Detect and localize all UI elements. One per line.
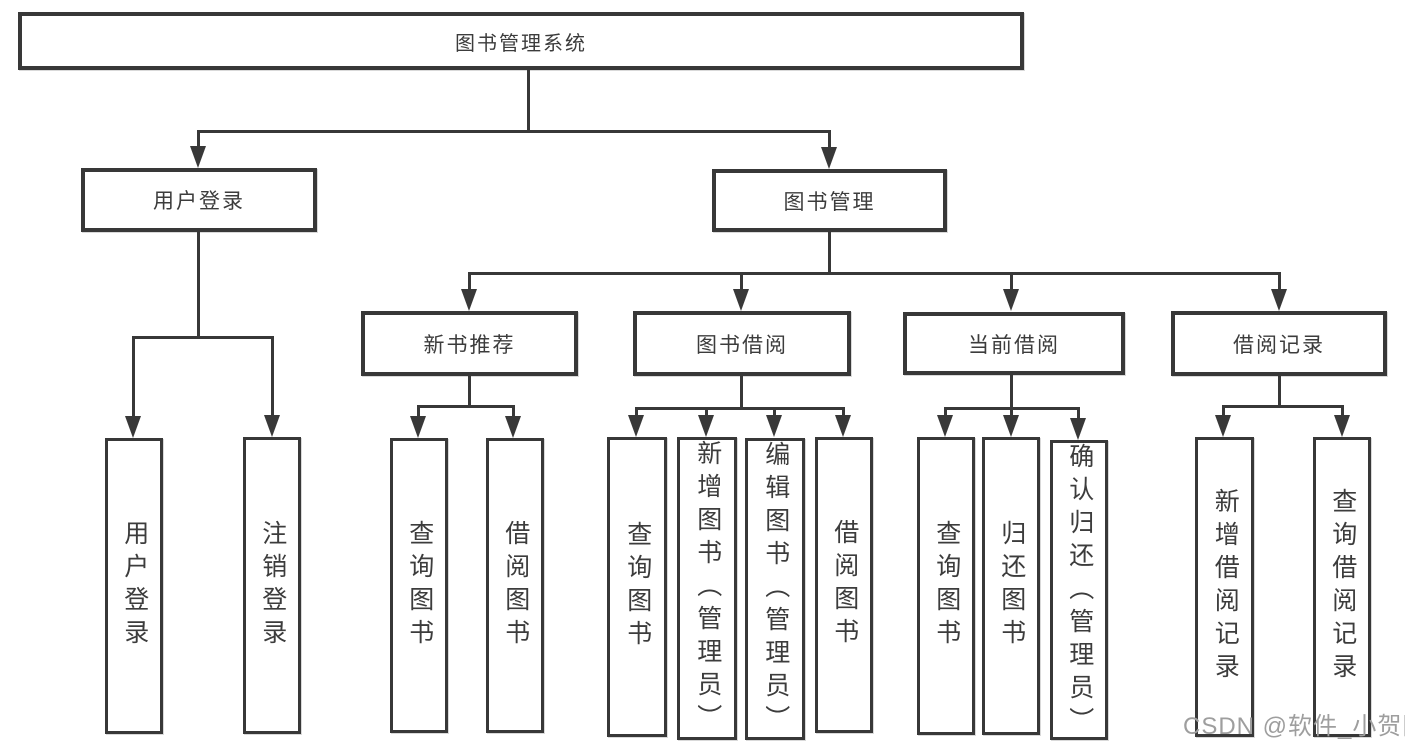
- arrow-down-return-books: [1003, 415, 1019, 437]
- connector-drop-return-books: [1010, 407, 1013, 417]
- arrow-down-edit-book: [766, 415, 782, 437]
- arrow-down-book-borrowing: [733, 289, 749, 311]
- connector-drop-borrow-books-rec: [512, 405, 515, 418]
- connector-drop-query-books-current: [944, 407, 947, 417]
- leaf-query-borrow-record: 查询借阅记录: [1313, 437, 1371, 737]
- connector-drop-add-book: [705, 407, 708, 417]
- leaf-confirm-return-admin: 确认归还（管理员）: [1050, 440, 1108, 740]
- connector-new-book-rec-trunk: [468, 376, 471, 405]
- connector-current-borrowing-trunk: [1010, 375, 1013, 407]
- connector-drop-query-books-borrow: [635, 407, 638, 417]
- arrow-down-query-books-rec: [410, 416, 426, 438]
- arrow-down-book-management: [821, 147, 837, 169]
- leaf-query-books-borrow: 查询图书: [607, 437, 667, 737]
- node-book-borrowing: 图书借阅: [633, 311, 851, 376]
- arrow-down-new-book-rec: [461, 289, 477, 311]
- node-library-management-system: 图书管理系统: [18, 12, 1024, 70]
- node-borrowing-records: 借阅记录: [1171, 311, 1387, 376]
- leaf-borrow-books: 借阅图书: [815, 437, 873, 733]
- connector-drop-confirm-return: [1077, 407, 1080, 420]
- node-user-login: 用户登录: [81, 168, 317, 232]
- connector-drop-borrowing-records: [1278, 272, 1281, 291]
- connector-user-login-branch: [132, 336, 273, 339]
- arrow-down-borrowing-records: [1271, 289, 1287, 311]
- connector-book-management-trunk: [828, 232, 831, 272]
- leaf-edit-book-admin: 编辑图书（管理员）: [745, 438, 805, 740]
- node-current-borrowing: 当前借阅: [903, 312, 1125, 375]
- connector-drop-new-book-rec: [468, 272, 471, 291]
- arrow-down-query-books-borrow: [628, 415, 644, 437]
- arrow-down-query-borrow-record: [1334, 415, 1350, 437]
- connector-drop-current-borrowing: [1010, 272, 1013, 291]
- connector-book-borrowing-branch: [635, 407, 844, 410]
- leaf-user-login: 用户登录: [105, 438, 163, 734]
- connector-drop-borrow-books: [842, 407, 845, 417]
- connector-drop-user-login: [197, 130, 200, 150]
- connector-new-book-rec-branch: [417, 405, 515, 408]
- arrow-down-query-books-current: [937, 415, 953, 437]
- connector-drop-add-borrow-record: [1222, 405, 1225, 417]
- leaf-add-book-admin: 新增图书（管理员）: [677, 437, 737, 740]
- csdn-watermark: CSDN @软件_小贺同学: [1183, 713, 1405, 740]
- connector-root-trunk: [527, 70, 530, 130]
- leaf-query-books-current: 查询图书: [917, 437, 975, 735]
- arrow-down-current-borrowing: [1003, 289, 1019, 311]
- connector-drop-leaf-logout: [271, 336, 274, 417]
- arrow-down-leaf-logout: [264, 415, 280, 437]
- leaf-logout: 注销登录: [243, 437, 301, 734]
- arrow-down-user-login: [190, 146, 206, 168]
- arrow-down-confirm-return: [1070, 418, 1086, 440]
- arrow-down-borrow-books-rec: [505, 416, 521, 438]
- leaf-query-books-rec: 查询图书: [390, 438, 448, 733]
- connector-book-borrowing-trunk: [740, 376, 743, 407]
- connector-borrowing-records-trunk: [1278, 376, 1281, 405]
- node-book-management: 图书管理: [712, 169, 947, 232]
- leaf-borrow-books-rec: 借阅图书: [486, 438, 544, 733]
- connector-user-login-trunk: [197, 232, 200, 336]
- connector-borrowing-records-branch: [1222, 405, 1343, 408]
- leaf-return-books: 归还图书: [982, 437, 1040, 735]
- connector-drop-edit-book: [773, 407, 776, 417]
- connector-drop-book-management: [828, 130, 831, 150]
- arrow-down-borrow-books: [835, 415, 851, 437]
- connector-level1-branch: [197, 130, 831, 133]
- arrow-down-leaf-user-login: [125, 416, 141, 438]
- node-new-book-recommendation: 新书推荐: [361, 311, 578, 376]
- connector-drop-leaf-user-login: [132, 336, 135, 418]
- connector-drop-book-borrowing: [740, 272, 743, 291]
- connector-level2-branch: [468, 272, 1280, 275]
- leaf-add-borrow-record: 新增借阅记录: [1195, 437, 1254, 737]
- connector-drop-query-books-rec: [417, 405, 420, 418]
- arrow-down-add-book: [698, 415, 714, 437]
- arrow-down-add-borrow-record: [1215, 415, 1231, 437]
- connector-drop-query-borrow-record: [1341, 405, 1344, 417]
